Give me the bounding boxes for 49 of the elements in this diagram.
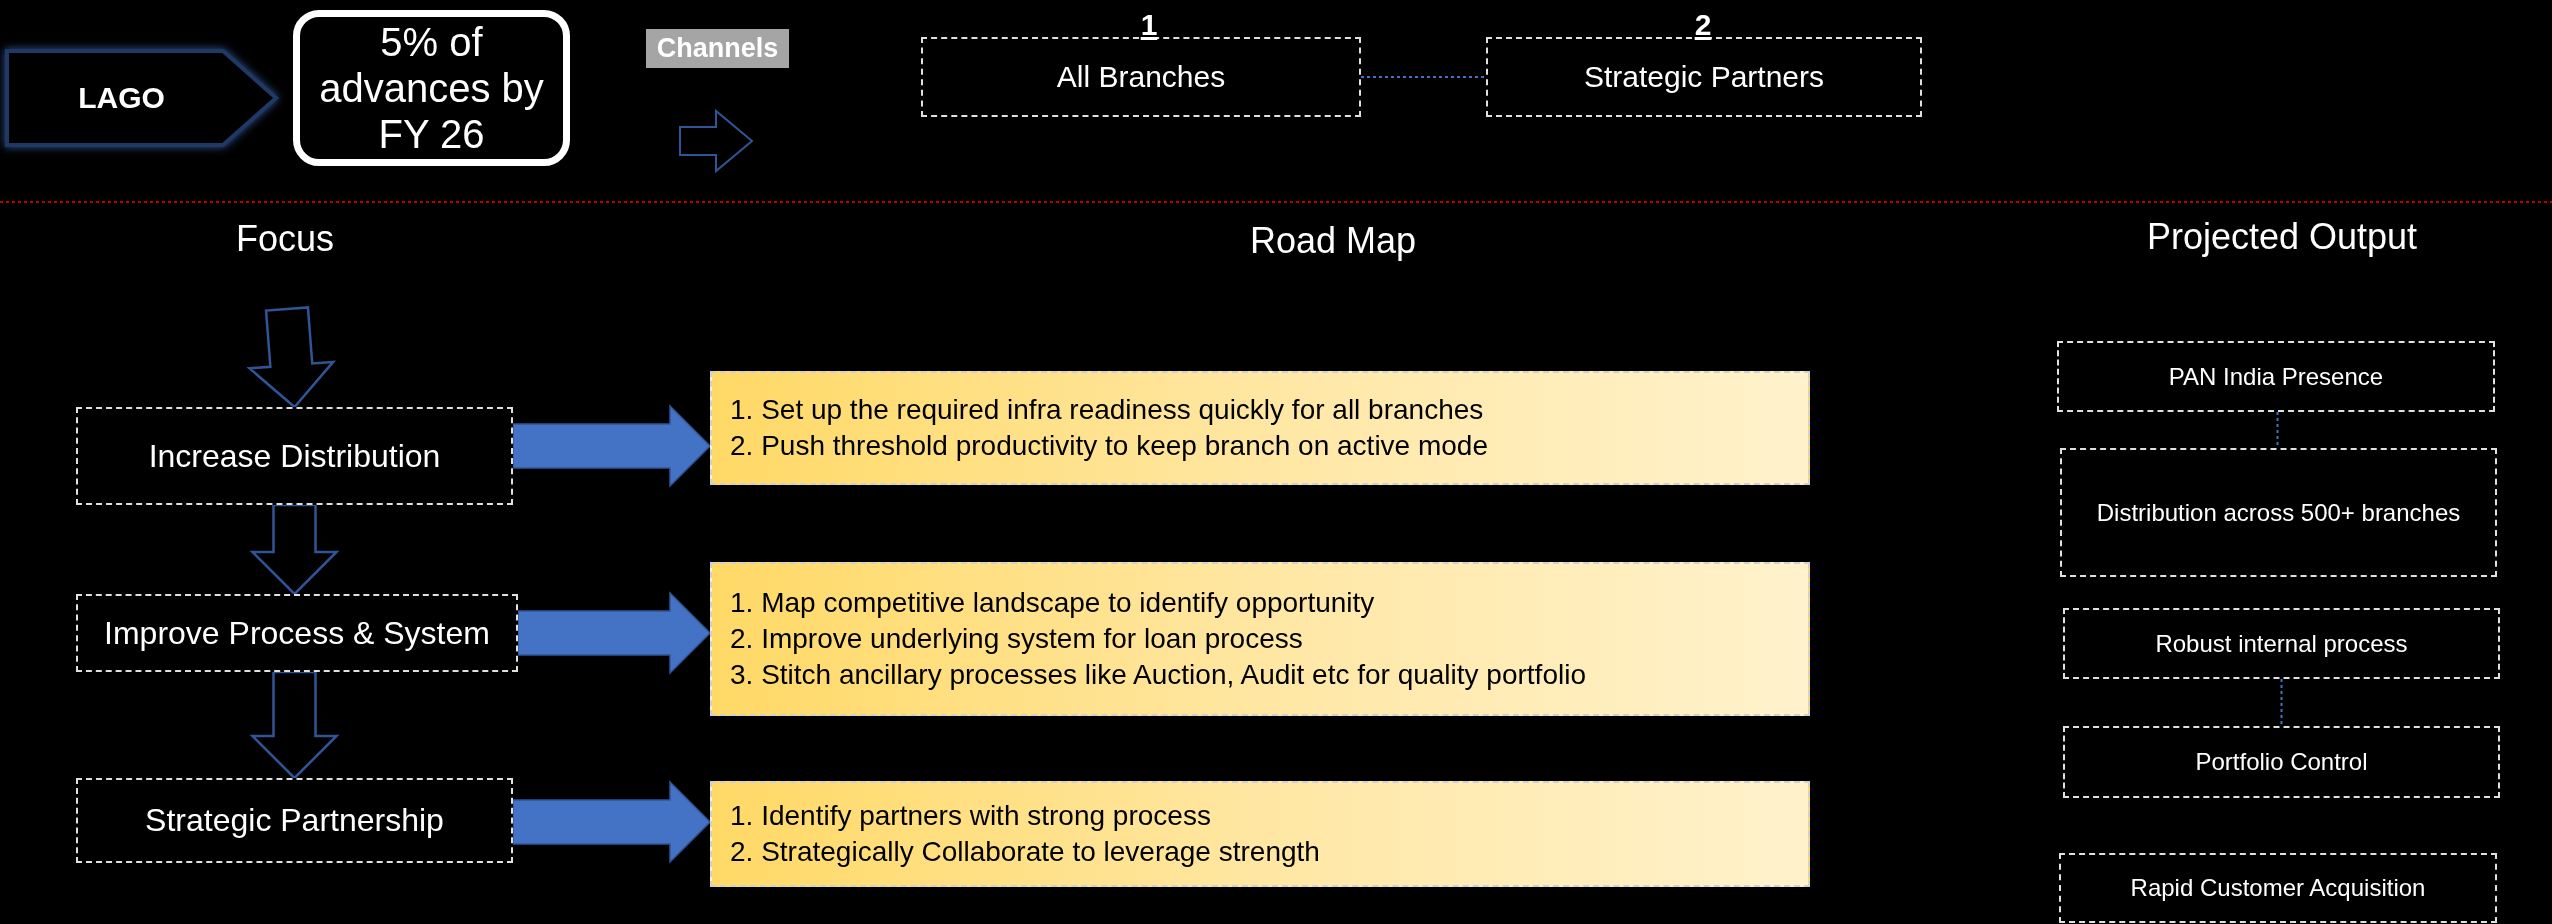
block-arrow bbox=[512, 404, 712, 488]
list-item: 2. Improve underlying system for loan process bbox=[730, 622, 1303, 657]
block-arrow bbox=[512, 780, 712, 864]
dashed-box bbox=[1486, 37, 1922, 117]
roadmap-box bbox=[710, 562, 1810, 716]
block-arrow bbox=[517, 591, 712, 675]
connector-line bbox=[1360, 76, 1487, 78]
box-text: Increase Distribution bbox=[148, 437, 441, 475]
list-item: 1. Set up the required infra readiness quickly for all branches bbox=[730, 393, 1484, 428]
list-item: 2. Push threshold productivity to keep branch on active mode bbox=[730, 429, 1488, 463]
roadmap-box bbox=[710, 781, 1810, 887]
pentagon-shape bbox=[5, 49, 278, 147]
box-text: Improve Process & System bbox=[104, 614, 490, 652]
box-text: Channels bbox=[656, 33, 779, 64]
dashed-box bbox=[2063, 608, 2500, 679]
heading-tag bbox=[646, 29, 789, 68]
column-heading: Projected Output bbox=[2146, 216, 2418, 258]
dashed-box bbox=[2063, 726, 2500, 798]
box-text: Strategic Partnership bbox=[145, 802, 444, 839]
dashed-box bbox=[76, 407, 513, 505]
box-text: Distribution across 500+ branches bbox=[2096, 497, 2461, 528]
dashed-box bbox=[76, 594, 518, 672]
box-text: 5% of advances by FY 26 bbox=[318, 19, 545, 157]
box-text: Portfolio Control bbox=[2195, 748, 2368, 776]
box-text: PAN India Presence bbox=[2168, 362, 2384, 391]
column-heading: Focus bbox=[236, 218, 334, 260]
rounded-box bbox=[293, 10, 570, 166]
roadmap-box bbox=[710, 371, 1810, 485]
list-item: 3. Stitch ancillary processes like Auction, Audit etc for quality portfolio bbox=[730, 657, 1586, 692]
list-item: 1. Identify partners with strong process bbox=[730, 799, 1211, 834]
list-item: 1. Map competitive landscape to identify opportunity bbox=[730, 586, 1375, 621]
list-item: 2. Strategically Collaborate to leverage strength bbox=[730, 835, 1320, 869]
hollow-block-arrow bbox=[249, 670, 340, 780]
step-number: 2 bbox=[1694, 8, 1712, 42]
dashed-box bbox=[2060, 448, 2497, 577]
hollow-block-arrow bbox=[246, 306, 337, 409]
dashed-box bbox=[921, 37, 1361, 117]
box-text: LAGO bbox=[78, 81, 165, 115]
column-heading: Road Map bbox=[1249, 220, 1417, 262]
box-text: Robust internal process bbox=[2155, 629, 2408, 658]
box-text: All Branches bbox=[1056, 60, 1226, 94]
box-text: Strategic Partners bbox=[1583, 60, 1825, 94]
hollow-block-arrow bbox=[249, 503, 340, 596]
dashed-box bbox=[76, 778, 513, 863]
step-number: 1 bbox=[1140, 8, 1158, 42]
box-text: Rapid Customer Acquisition bbox=[2130, 874, 2426, 902]
dashed-box bbox=[2057, 341, 2495, 412]
dashed-box bbox=[2059, 853, 2497, 923]
connector-line bbox=[2280, 678, 2283, 727]
